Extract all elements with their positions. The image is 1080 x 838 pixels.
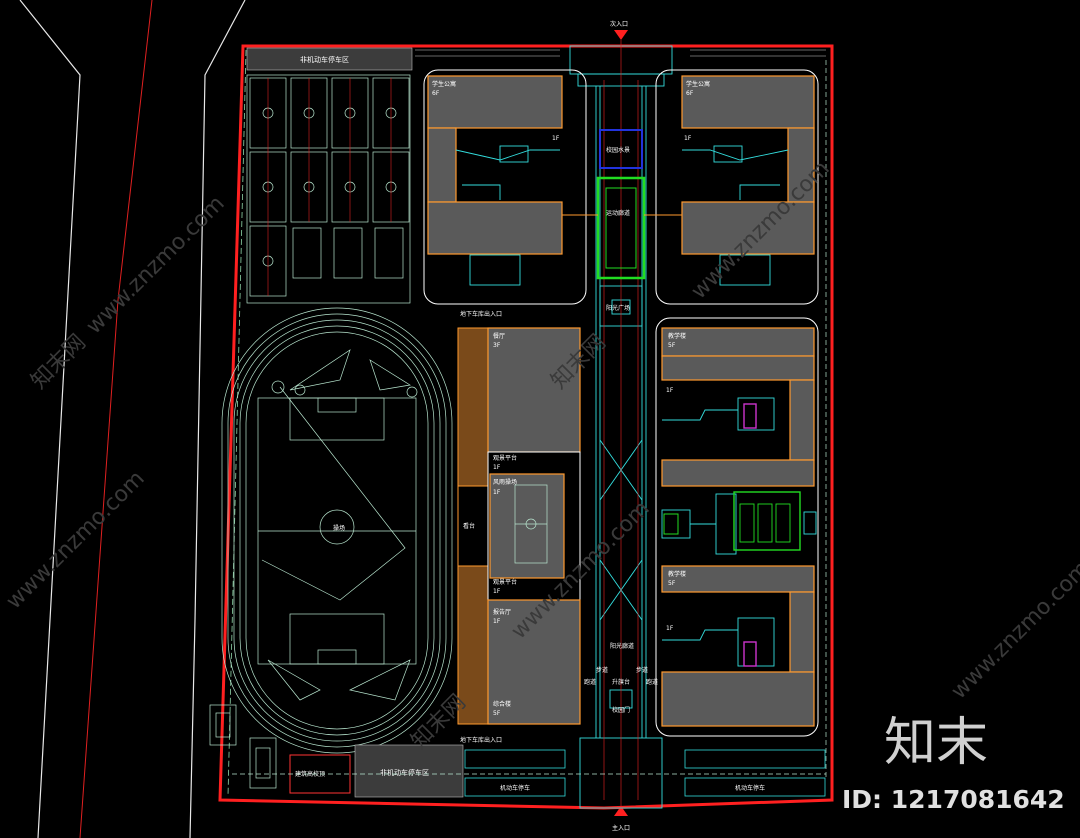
teach-top-label: 教学楼 [668, 332, 686, 340]
car-parking-bottom [354, 744, 464, 798]
dorm-right-label: 学生公寓 [686, 80, 710, 88]
watermark-site-2: www.znzmo.com [2, 466, 150, 614]
sports-gallery-label: 运动廊道 [606, 209, 630, 217]
hall-floors: 1F [493, 618, 501, 625]
platform-bottom-floors: 1F [493, 588, 501, 595]
sports-gallery-box [596, 176, 646, 280]
small-courts [209, 704, 277, 789]
dorm-zones [423, 69, 819, 305]
inner-boundary [227, 49, 247, 797]
road-lines [19, 0, 246, 838]
watermark-cn-1: 知末网 [27, 330, 91, 394]
water-feature-box [599, 129, 643, 169]
track-right-label: 跑道 [646, 678, 658, 686]
axis-red-lines [603, 40, 639, 806]
platform-top-label: 观景平台 [493, 454, 517, 462]
right-edge-lines [232, 60, 827, 780]
field-label: 操场 [333, 524, 345, 532]
sports-gallery-inner [605, 187, 637, 269]
stand-label: 看台 [463, 522, 475, 530]
water-feature-label: 校园水景 [606, 146, 630, 154]
flag-label: 升旗台 [612, 678, 630, 686]
main-entrance-label: 主入口 [612, 824, 630, 832]
teaching-buildings [661, 327, 815, 727]
purple-core-bottom [743, 641, 757, 667]
dorm-right-floors: 6F [686, 90, 694, 97]
dorm-left-floors: 6F [432, 90, 440, 97]
underground-top-label: 地下车库出入口 [460, 310, 502, 318]
rain-court-label: 风雨操场 [493, 478, 517, 486]
stand-black [457, 485, 489, 567]
track-left-label: 跑道 [584, 678, 596, 686]
central-stair-detail [739, 503, 791, 543]
dorm-left-label: 学生公寓 [432, 80, 456, 88]
canteen-floors: 3F [493, 342, 501, 349]
stair-box-left [663, 513, 679, 535]
dorm-right-1f: 1F [684, 135, 692, 142]
sun-corridor-label: 阳光廊道 [610, 642, 634, 650]
road-centerline [79, 0, 153, 838]
dorm-left-1f: 1F [552, 135, 560, 142]
teaching-circulation [661, 397, 817, 667]
hall-block [487, 599, 581, 725]
teach-bottom-floors: 5F [668, 580, 676, 587]
main-entrance-arrow [614, 806, 628, 816]
complex-label: 综合楼 [493, 700, 511, 708]
underground-bottom-label: 地下车库出入口 [460, 736, 502, 744]
central-stair [733, 491, 801, 551]
walk-left-label: 步道 [596, 666, 608, 674]
bike-parking-top [246, 47, 413, 71]
platform-bottom-label: 观景平台 [493, 578, 517, 586]
teaching-zone [655, 317, 819, 737]
site-boundary [218, 44, 834, 810]
gate-label: 校园门 [612, 706, 630, 714]
hall-label: 报告厅 [493, 608, 511, 616]
walk-right-label: 步道 [636, 666, 648, 674]
platform-top-floors: 1F [493, 464, 501, 471]
basketball-courts [246, 74, 411, 304]
bike-parking-bottom-label: 建筑高校顶 [295, 770, 325, 778]
complex-floors: 5F [493, 710, 501, 717]
canteen-block [487, 327, 581, 453]
car-parking-left-label: 机动车停车 [500, 784, 530, 792]
secondary-entrance-label: 次入口 [610, 20, 628, 28]
canteen-label: 餐厅 [493, 332, 505, 340]
indoor-court [514, 484, 548, 564]
teach-top-floors: 5F [668, 342, 676, 349]
rain-court-floors: 1F [493, 489, 501, 496]
teach-bottom-label: 教学楼 [668, 570, 686, 578]
watermark-site-5: www.znzmo.com [947, 556, 1080, 704]
top-hatch [415, 49, 826, 57]
secondary-entrance-arrow [614, 30, 628, 40]
plaza-label: 阳光广场 [606, 304, 630, 312]
teach-bottom-1f: 1F [666, 625, 674, 632]
dorm-buildings [427, 75, 815, 255]
court-centerlines [267, 78, 392, 296]
watermark-id: ID: 1217081642 [842, 785, 1065, 814]
purple-core-top [743, 403, 757, 429]
car-parking-right-label: 机动车停车 [735, 784, 765, 792]
bottom-hatch [464, 749, 826, 797]
watermark-brand: 知末 [884, 713, 988, 773]
running-track [221, 307, 453, 754]
watermark-site-1: www.znzmo.com [82, 191, 230, 339]
dorm-circulation [455, 145, 789, 286]
bike-parking-top-label: 非机动车停车区 [300, 55, 349, 64]
car-parking-bottom-label: 非机动车停车区 [380, 768, 429, 777]
teach-top-1f: 1F [666, 387, 674, 394]
rain-court [489, 473, 565, 579]
